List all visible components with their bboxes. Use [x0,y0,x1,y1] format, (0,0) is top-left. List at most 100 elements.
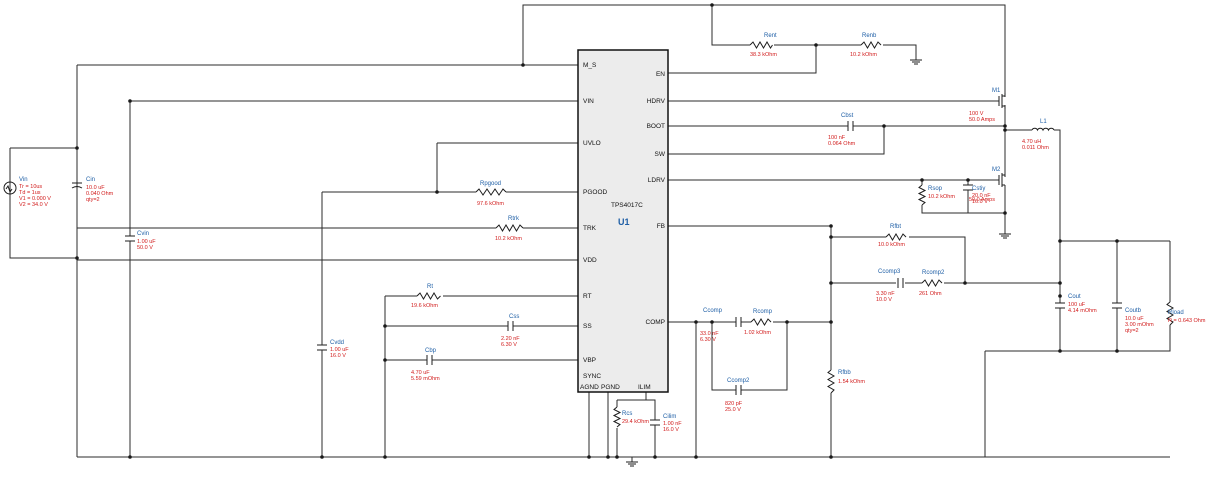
capacitor-ccomp3[interactable]: Ccomp3 3.30 nF 10.0 V [876,269,904,303]
resistor-rcs[interactable]: Rcs 29.4 kOhm [612,406,649,428]
rent-val-1: 38.3 kOhm [750,52,777,58]
pin-ilim: ILIM [638,384,651,391]
rt-val-1: 19.6 kOhm [411,303,438,309]
ic-body [577,49,669,393]
pin-boot: BOOT [647,123,665,130]
rfbt-ref: Rfbt [890,224,901,230]
ic-u1[interactable]: U1 TPS4017C M_S VIN UVLO PGOOD TRK VDD R… [577,49,669,393]
cilim-ref: Cilim [663,414,676,420]
resistor-rload[interactable]: Rload R = 0.643 Ohm [1166,301,1206,326]
rcomp-val-1: 1.02 kOhm [744,330,771,336]
ccomp2-val-2: 25.0 V [725,407,741,413]
resistor-rsop[interactable]: Rsop 10.2 kOhm [917,184,955,206]
resistor-rfbt[interactable]: Rfbt 10.0 kOhm [878,224,907,248]
capacitor-cbst[interactable]: Cbst 100 nF 0.064 Ohm [828,113,857,147]
rcomp-ref: Rcomp [753,309,773,315]
cilim-val-1: 1.00 nF [663,421,682,427]
ccomp3-ref: Ccomp3 [878,269,901,275]
cin-val-1: 10.0 uF [86,185,105,191]
cin-ref: Cin [86,177,95,183]
rpgood-ref: Rpgood [480,181,501,187]
rfbt-val-1: 10.0 kOhm [878,242,905,248]
ccomp-val-2: 6.30 V [700,337,716,343]
capacitor-css[interactable]: Css 2.20 nF 6.30 V [501,314,520,348]
ccomp3-val-1: 3.30 nF [876,291,895,297]
resistor-renb[interactable]: Renb 10.2 kOhm [850,33,882,58]
pin-pgood: PGOOD [583,189,608,196]
csw-ref: Cstiy [972,186,985,192]
css-ref: Css [509,314,519,320]
resistor-rfbb[interactable]: Rfbb 1.54 kOhm [827,369,865,394]
source-line-4: V2 = 34.0 V [19,202,48,208]
pin-comp: COMP [646,319,666,326]
ic-part-number: TPS4017C [611,202,643,209]
cilim-val-2: 16.0 V [663,427,679,433]
cvin-ref: Cvin [137,231,149,237]
capacitor-csw[interactable]: Cstiy 20.0 nF 16.0 V [963,184,991,205]
resistor-rcomp2[interactable]: Rcomp2 261 Ohm [919,270,945,297]
ccomp-ref: Ccomp [703,308,723,314]
pin-sync: SYNC [583,373,601,380]
source-line-3: V1 = 0.000 V [19,196,51,202]
rpgood-val-1: 97.6 kOhm [477,201,504,207]
pin-pgnd: PGND [601,384,620,391]
ic-ref: U1 [618,217,630,227]
cvin-val-1: 1.00 uF [137,239,156,245]
resistor-rtrk[interactable]: Rtrk 10.2 kOhm [495,216,524,242]
ccomp-val-1: 33.0 nF [700,331,719,337]
cbst-val-1: 100 nF [828,135,846,141]
pin-hdrv: HDRV [647,98,666,105]
renb-ref: Renb [862,33,877,39]
coutb-val-2: 3.00 mOhm [1125,322,1154,328]
rtrk-ref: Rtrk [508,216,520,222]
cout-val-2: 4.14 mOhm [1068,308,1097,314]
rfbb-ref: Rfbb [838,370,851,376]
pin-m-s: M_S [583,62,597,69]
source-vin[interactable]: Vin Tr = 10us Td = 1us V1 = 0.000 V V2 =… [3,177,51,208]
cout-val-1: 100 uF [1068,302,1086,308]
capacitor-cbp[interactable]: Cbp 4.70 uF 5.59 mOhm [411,348,440,382]
m1-ref: M1 [992,88,1001,94]
capacitor-cin[interactable]: Cin 10.0 uF 0.040 Ohm qty=2 [71,177,114,203]
m2-ref: M2 [992,167,1001,173]
capacitor-coutb[interactable]: Coutb 10.0 uF 3.00 mOhm qty=2 [1112,302,1154,334]
source-line-1: Tr = 10us [19,184,42,190]
ground-icon [910,59,922,65]
rload-ref: Rload [1168,310,1184,316]
cbst-ref: Cbst [841,113,854,119]
rcs-ref: Rcs [622,411,632,417]
pin-trk: TRK [583,225,597,232]
l1-val-2: 0.011 Ohm [1022,145,1049,151]
csw-val-2: 16.0 V [972,199,988,205]
cvdd-val-2: 16.0 V [330,353,346,359]
source-line-2: Td = 1us [19,190,41,196]
pin-ss: SS [583,323,592,330]
capacitor-ccomp2[interactable]: Ccomp2 820 pF 25.0 V [725,378,750,413]
capacitor-cout[interactable]: Cout 100 uF 4.14 mOhm [1055,294,1097,314]
resistor-rt[interactable]: Rt 19.6 kOhm [411,284,441,309]
resistor-rent[interactable]: Rent 38.3 kOhm [749,33,777,58]
cbst-val-2: 0.064 Ohm [828,141,856,147]
cbp-val-1: 4.70 uF [411,370,430,376]
m1-val-2: 50.0 Amps [969,117,995,123]
mosfet-m2[interactable]: M2 50.0 Amps [969,167,1006,203]
pin-ldrv: LDRV [648,177,666,184]
capacitor-ccomp[interactable]: Ccomp 33.0 nF 6.30 V [700,308,743,343]
inductor-l1[interactable]: L1 4.70 uH 0.011 Ohm [1022,119,1055,151]
cbp-ref: Cbp [425,348,437,354]
capacitor-cvdd[interactable]: Cvdd 1.00 uF 16.0 V [317,340,349,359]
coutb-ref: Coutb [1125,308,1142,314]
capacitor-cvin[interactable]: Cvin 1.00 uF 50.0 V [125,231,156,251]
csw-val-1: 20.0 nF [972,193,991,199]
ccomp2-val-1: 820 pF [725,401,743,407]
coutb-val-1: 10.0 uF [1125,316,1144,322]
rt-ref: Rt [427,284,433,290]
pin-en: EN [656,71,665,78]
pin-rt: RT [583,293,592,300]
junction-dots [75,3,1119,459]
mosfet-m1[interactable]: M1 100 V 50.0 Amps [969,88,1006,123]
resistor-rcomp[interactable]: Rcomp 1.02 kOhm [744,309,773,336]
resistor-rpgood[interactable]: Rpgood 97.6 kOhm [475,181,507,207]
capacitor-cilim[interactable]: Cilim 1.00 nF 16.0 V [650,414,682,433]
